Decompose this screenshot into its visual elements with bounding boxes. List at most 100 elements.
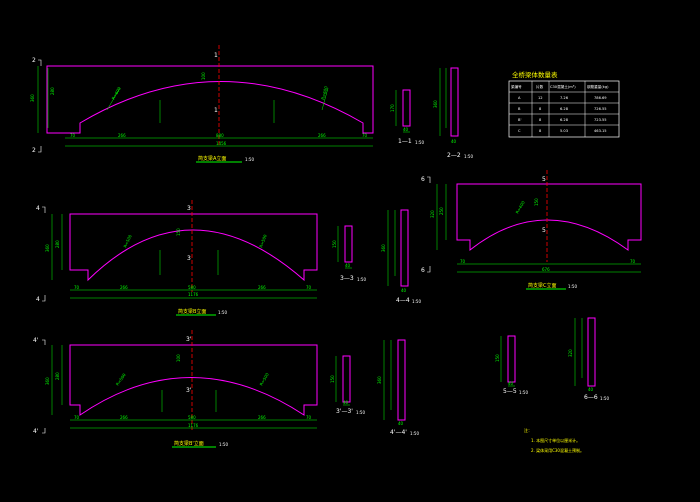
section-3p-label: 3'—3' [336,408,353,415]
section-1-1-label: 1—1 [398,138,412,145]
beam-c-dim-right-end: 70 [630,259,636,264]
section-1-1-scale: 1:50 [415,140,424,145]
section-mark-6: 6 6 [421,176,431,274]
section-4p-dim-w-text: 40 [398,421,404,426]
beam-a-dim-right-end: 70 [362,133,368,138]
table-cell-1-3: 726.55 [594,107,607,111]
section-4p-scale: 1:50 [410,431,419,436]
beam-b-dim-left-end: 70 [74,285,80,290]
mark-4p-bot-bracket [42,428,46,434]
section-6-6: 320 40 6—6 1:50 [568,317,609,401]
beam-a-dim-right-seg: 266 [318,133,326,138]
beam-b-radius-right: R=500 [258,233,268,248]
beam-c-title: 简支梁C立面 [528,282,557,289]
beam-b-prime-dim-right-seg: 266 [258,415,266,420]
table-cell-0-2: 7.26 [560,96,569,100]
table-header-3: 钢筋重量(kg) [587,84,609,89]
elevation-beam-b-prime: 1176 70 70 266 580 266 360 280 100 R=500… [45,330,318,448]
table-cell-2-3: 723.55 [594,118,607,122]
beam-a-section-top: 1 [214,52,218,59]
mark-2-top: 2 [32,57,36,64]
beam-b-dim-mid-seg: 580 [188,285,196,290]
mark-6-top-bracket [427,176,431,183]
beam-a-outline [46,65,374,134]
mark-4-top-bracket [42,206,46,213]
section-5-5-label: 5—5 [503,388,517,395]
beam-c-dim-center-h: 150 [534,198,539,206]
beam-a-dim-total: 1456 [216,141,227,146]
beam-c-outline [456,183,642,252]
beam-b-prime-dim-left-seg: 266 [120,415,128,420]
section-2-2-outline [450,67,459,137]
notes-line-1: 1. 本图尺寸单位以厘米计。 [531,437,580,443]
section-1-1: 170 40 1—1 1:50 [390,89,424,145]
table-cell-3-2: 5.03 [560,129,568,133]
section-6-6-outline [587,317,596,387]
section-2-2-dim-w-text: 40 [451,139,457,144]
beam-b-dim-height: 360 [45,244,50,252]
section-5-5-dim-h-text: 150 [495,354,500,362]
mark-2-top-bracket [38,59,42,66]
section-4p-dim-h-text: 360 [377,376,382,384]
beam-c-section-bot: 5 [542,227,546,234]
section-4-4-dim-w-text: 40 [401,288,407,293]
beam-a-dim-left-seg: 266 [118,133,126,138]
table-title: 全桥梁体数量表 [512,70,558,79]
beam-c-dim-height: 320 [430,210,435,218]
beam-a-dim-side-h: 280 [50,87,55,95]
beam-a-radius-right: R=600 [320,85,329,100]
beam-a-radius-leader-left [106,87,121,111]
section-2-2-scale: 1:50 [464,154,473,159]
section-4p-4p: 360 40 4'—4' 1:50 [377,339,419,436]
beam-c-section-top: 5 [542,176,546,183]
beam-b-prime-scale: 1:50 [219,442,228,447]
beam-a-title: 简支梁A立面 [198,155,226,162]
section-3p-3p: 150 40 3'—3' 1:50 [330,355,365,415]
section-5-5-scale: 1:50 [519,390,528,395]
table-cell-3-3: 463.15 [594,129,607,133]
section-3-3: 150 40 3—3 1:50 [332,225,366,282]
beam-b-prime-radius-right: R=500 [259,372,270,387]
section-mark-4: 4 4 [36,205,46,303]
section-3-3-dim-w-text: 40 [345,263,351,268]
beam-b-dim-side-h: 280 [55,240,60,248]
table-header-2: C30混凝土(m³) [550,84,576,89]
section-5-5-dim-w-text: 40 [508,381,514,386]
mark-2-bot: 2 [32,147,36,154]
beam-b-section-bot: 3 [187,255,191,262]
beam-a-section-bot: 1 [214,107,218,114]
beam-b-prime-outline [69,344,318,416]
table-header-1: 片数 [536,84,544,89]
beam-c-scale: 1:50 [568,284,577,289]
section-mark-4-prime: 4' 4' [33,337,46,435]
mark-4p-bot: 4' [33,428,39,435]
beam-b-prime-dim-side-h: 280 [55,372,60,380]
table-cell-0-3: 786.69 [594,96,607,100]
section-6-6-label: 6—6 [584,394,598,401]
beam-a-dim-left-end: 70 [70,133,76,138]
table-cell-3-0: C [518,129,521,133]
table-cell-0-1: 12 [538,96,543,100]
section-6-6-dim-w-text: 40 [588,387,594,392]
table-header-0: 梁编号 [511,84,522,89]
table-cell-2-1: 8 [539,118,542,122]
quantity-table: 全桥梁体数量表 梁编号 片数 C30混凝土(m³) 钢筋重量(kg) A 12 … [508,70,620,138]
section-4-4-outline [400,209,409,287]
section-3p-dim-h-text: 150 [330,375,335,383]
beam-b-prime-dim-mid-seg: 580 [188,415,196,420]
beam-a-radius-leader-right [321,87,329,111]
table-cell-1-0: B [518,107,521,111]
mark-4p-top: 4' [33,337,39,344]
section-4-4-label: 4—4 [396,297,410,304]
table-frame [508,80,620,138]
section-4-4-scale: 1:50 [412,299,421,304]
section-2-2: 360 40 2—2 1:50 [433,67,473,159]
mark-4p-top-bracket [42,339,46,345]
section-3p-outline [342,355,351,403]
notes: 注： 1. 本图尺寸单位以厘米计。 2. 梁体采用C30混凝土预制。 [524,427,584,453]
mark-6-top: 6 [421,176,425,183]
section-mark-2: 2 2 [32,57,42,154]
beam-b-prime-section-top: 3' [186,336,192,343]
